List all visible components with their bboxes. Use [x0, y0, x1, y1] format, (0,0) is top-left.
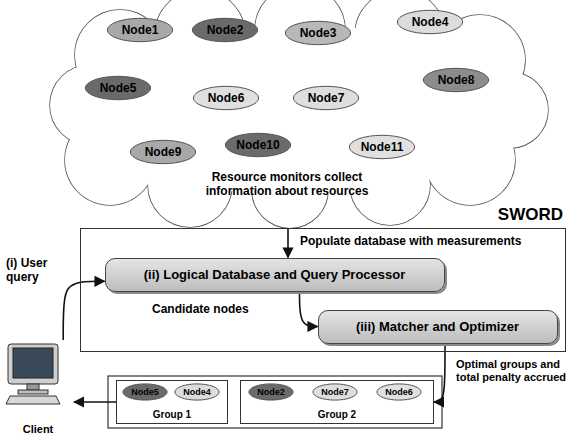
resource-node: Node7: [292, 85, 360, 111]
ellipse-shape: [107, 18, 172, 41]
connector-label: Populate database with measurements: [298, 234, 523, 248]
node-label: Node4: [412, 15, 449, 29]
node-label: Node7: [321, 387, 349, 398]
client-computer: Client: [2, 340, 74, 438]
node-label: (ii) Logical Database and Query Processo…: [144, 267, 406, 282]
connector-label: (i) User query: [4, 256, 60, 284]
node-label: Resource monitors collect information ab…: [192, 170, 382, 198]
node-label: Node7: [308, 91, 345, 105]
connector-arrow: [434, 344, 445, 403]
cloud-body: [80, 25, 520, 195]
computer-part: [18, 390, 48, 394]
resource-cloud: Resource monitors collect information ab…: [62, 0, 548, 228]
ellipse-shape: [293, 86, 358, 109]
ellipse-shape: [192, 18, 257, 41]
group-box: Group 2 Node2 Node7 Node6: [240, 380, 434, 424]
resource-node: Node4: [396, 9, 464, 35]
ellipse-shape: [377, 384, 421, 400]
node-label: Node2: [207, 23, 244, 37]
node-label: Node3: [300, 26, 337, 40]
resource-node: Node9: [129, 139, 197, 165]
node-label: Group 2: [241, 409, 433, 421]
resource-node: Node8: [422, 67, 490, 93]
node-label: Node5: [100, 81, 137, 95]
connector-arrow: [300, 292, 318, 327]
system-title: SWORD: [498, 205, 563, 225]
ellipse-shape: [249, 384, 293, 400]
node-label: Node6: [208, 91, 245, 105]
node-label: Node1: [122, 23, 159, 37]
node-label: Node11: [361, 140, 404, 154]
ellipse-shape: [313, 384, 357, 400]
ellipse-shape: [193, 86, 258, 109]
ellipse-shape: [85, 76, 150, 99]
connector-arrow: [63, 281, 104, 340]
node-label: Node4: [183, 387, 211, 398]
resource-node: Node6: [192, 85, 260, 111]
process-box: (iii) Matcher and Optimizer: [318, 310, 558, 344]
ellipse-shape: [175, 384, 219, 400]
ellipse-shape: [130, 140, 195, 163]
resource-node: Node2: [248, 383, 294, 401]
node-label: Node8: [438, 73, 475, 87]
node-label: Node2: [257, 387, 285, 398]
resource-node: Node2: [191, 17, 259, 43]
ellipse-shape: [397, 10, 462, 33]
group-box: Group 1 Node5 Node4: [116, 380, 228, 424]
resource-node: Node6: [376, 383, 422, 401]
connector-label: Candidate nodes: [150, 302, 251, 316]
resource-node: Node3: [284, 20, 352, 46]
connector-arrow: [74, 401, 116, 403]
node-label: (iii) Matcher and Optimizer: [356, 319, 519, 334]
node-label: Group 1: [117, 409, 227, 421]
resource-node: Node10: [224, 132, 292, 158]
resource-node: Node11: [348, 134, 416, 160]
connector-arrow: [287, 224, 289, 258]
connector-label: Optimal groups and total penalty accrued: [454, 358, 582, 384]
process-box: (ii) Logical Database and Query Processo…: [105, 258, 445, 292]
resource-node: Node5: [84, 75, 152, 101]
resource-node: Node5: [122, 383, 168, 401]
resource-node: Node7: [312, 383, 358, 401]
ellipse-shape: [423, 68, 488, 91]
resource-node: Node4: [174, 383, 220, 401]
ellipse-shape: [349, 135, 414, 158]
node-label: Node10: [236, 138, 279, 152]
ellipse-shape: [285, 21, 350, 44]
computer-part: [6, 396, 60, 404]
ellipse-shape: [123, 384, 167, 400]
computer-part: [13, 348, 53, 378]
computer-part: [27, 384, 39, 390]
node-label: Node5: [131, 387, 159, 398]
cloud-body: [80, 25, 520, 195]
resource-node: Node1: [106, 17, 174, 43]
computer-part: [8, 344, 58, 384]
node-label: Node6: [385, 387, 413, 398]
ellipse-shape: [225, 133, 290, 156]
node-label: Node9: [145, 145, 182, 159]
node-label: Client: [2, 422, 74, 436]
groups-panel: [108, 376, 442, 428]
